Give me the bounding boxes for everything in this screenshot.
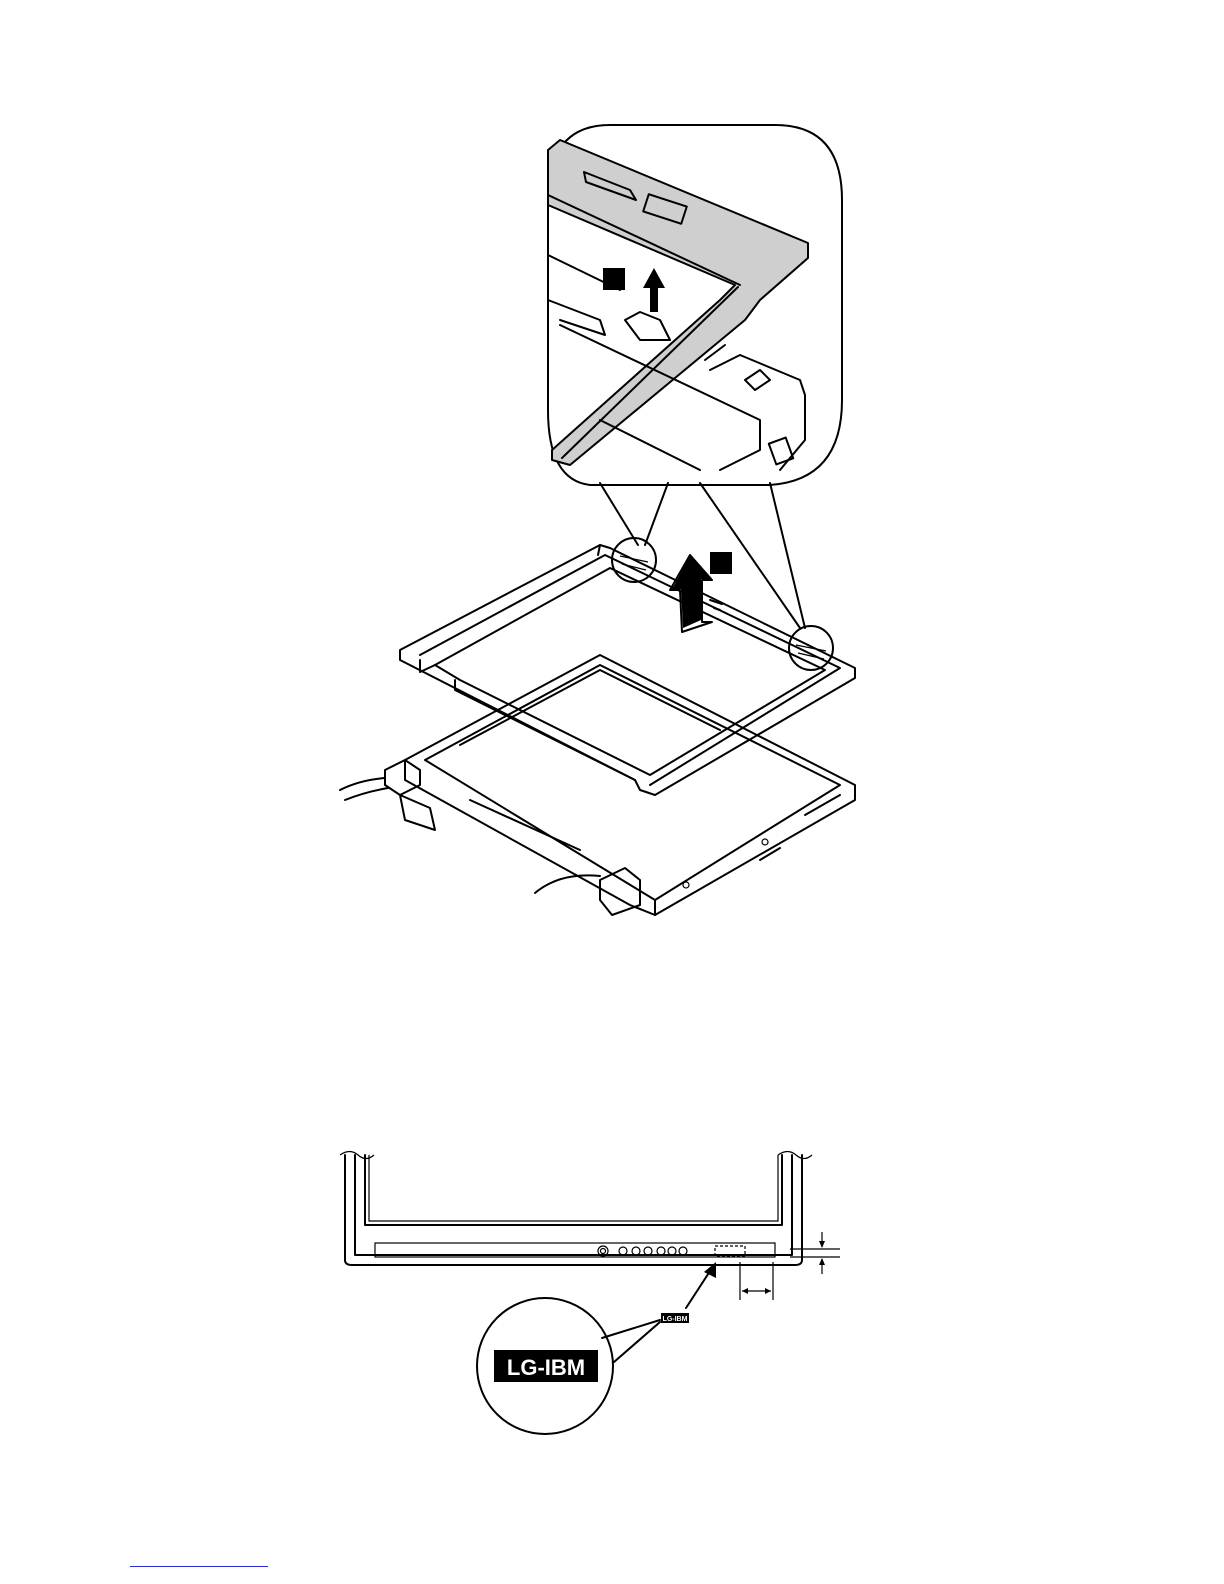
logo-magnifier-callout: LG-IBM xyxy=(477,1298,660,1434)
magnified-detail-callout xyxy=(548,125,842,628)
bezel-logo-placement-figure: LG-IBM LG-IBM xyxy=(340,1152,840,1435)
up-arrow-icon xyxy=(643,268,665,312)
footer-link-underline[interactable] xyxy=(130,1566,268,1567)
step-2-marker xyxy=(710,552,732,574)
svg-text:LG-IBM: LG-IBM xyxy=(507,1355,585,1380)
lcd-rear-cover xyxy=(340,655,855,915)
svg-text:LG-IBM: LG-IBM xyxy=(663,1316,688,1323)
step-1-marker xyxy=(603,268,625,290)
lcd-bezel-removal-figure xyxy=(340,125,855,915)
logo-label-small: LG-IBM xyxy=(661,1313,689,1323)
